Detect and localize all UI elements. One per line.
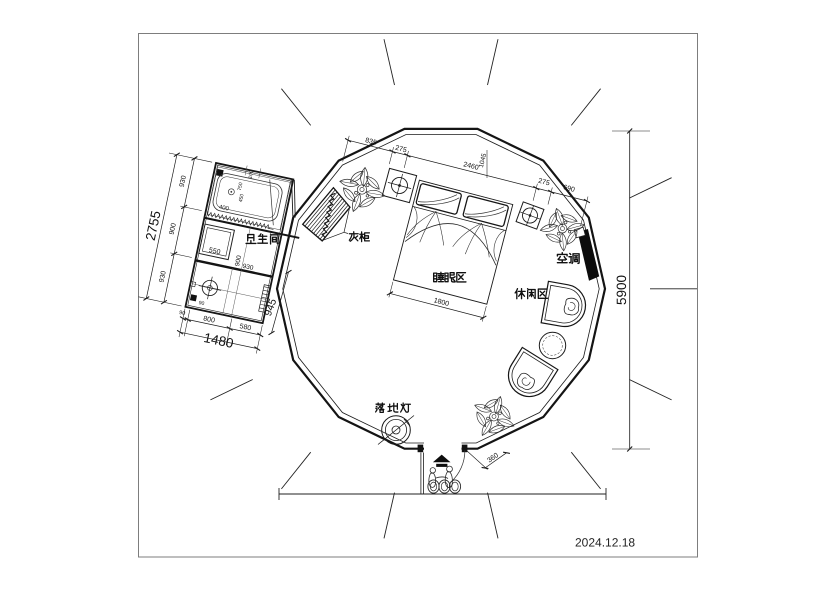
svg-text:900: 900: [169, 222, 178, 235]
svg-text:2024.12.18: 2024.12.18: [575, 536, 635, 550]
svg-text:930: 930: [242, 263, 254, 272]
svg-text:275: 275: [394, 145, 407, 155]
svg-text:100: 100: [248, 170, 256, 180]
svg-text:450: 450: [238, 193, 246, 203]
svg-text:2460: 2460: [462, 161, 479, 172]
svg-text:835: 835: [364, 137, 377, 147]
svg-text:800: 800: [203, 315, 216, 324]
svg-text:1480: 1480: [202, 330, 235, 351]
svg-text:900: 900: [234, 254, 243, 266]
svg-text:750: 750: [237, 182, 245, 192]
svg-text:2755: 2755: [143, 209, 164, 242]
svg-text:930: 930: [158, 270, 167, 283]
svg-text:690: 690: [562, 184, 575, 194]
svg-text:945: 945: [262, 297, 279, 318]
svg-text:400: 400: [218, 204, 230, 213]
svg-text:930: 930: [179, 175, 188, 188]
svg-text:1800: 1800: [433, 297, 450, 308]
svg-text:580: 580: [239, 323, 252, 332]
svg-text:5900: 5900: [614, 275, 629, 305]
svg-text:275: 275: [537, 178, 550, 188]
svg-text:1045: 1045: [478, 152, 488, 168]
svg-text:90: 90: [198, 300, 205, 307]
svg-text:90: 90: [178, 310, 185, 317]
svg-text:550: 550: [208, 247, 221, 256]
